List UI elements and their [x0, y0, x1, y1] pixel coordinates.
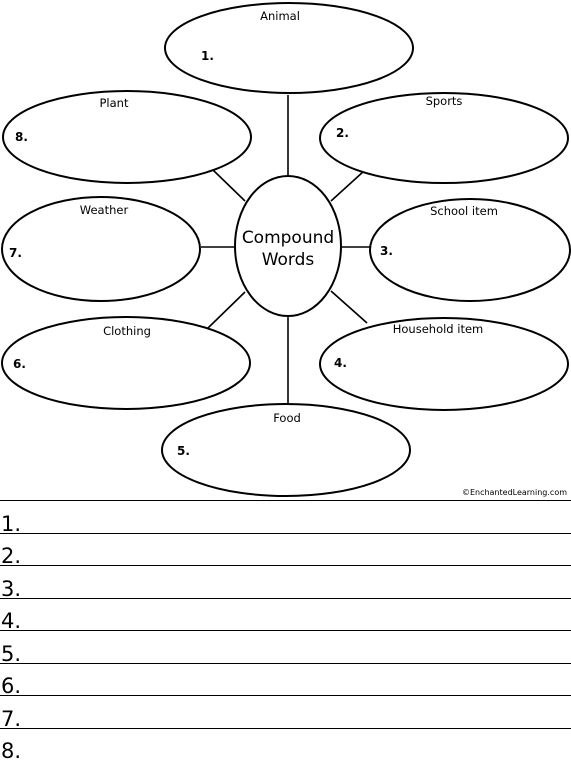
answer-line-7[interactable]: 7. — [0, 695, 571, 731]
ellipse-clothing — [1, 316, 251, 410]
ellipse-weather — [1, 196, 201, 302]
ellipse-food — [161, 403, 411, 497]
category-number-school-item: 3. — [380, 244, 393, 258]
category-label-plant: Plant — [100, 96, 129, 110]
category-label-weather: Weather — [80, 203, 129, 217]
answer-line-4[interactable]: 4. — [0, 597, 571, 633]
ellipse-household-item — [319, 317, 569, 411]
answer-line-number: 5. — [1, 641, 22, 666]
answer-line-6[interactable]: 6. — [0, 662, 571, 698]
category-number-plant: 8. — [15, 130, 28, 144]
category-label-sports: Sports — [426, 94, 463, 108]
category-label-animal: Animal — [260, 9, 300, 23]
category-label-household-item: Household item — [393, 322, 484, 336]
answer-line-3[interactable]: 3. — [0, 565, 571, 601]
category-number-clothing: 6. — [13, 357, 26, 371]
connector-sports — [330, 170, 365, 202]
connector-clothing — [207, 291, 246, 329]
answer-line-5[interactable]: 5. — [0, 630, 571, 666]
answer-line-2[interactable]: 2. — [0, 532, 571, 568]
ellipse-school-item — [369, 198, 571, 302]
answer-lines: 1. 2. 3. 4. 5. 6. 7. 8. — [0, 500, 571, 763]
answer-line-number: 8. — [1, 739, 22, 763]
connector-plant — [212, 169, 246, 202]
category-label-clothing: Clothing — [103, 324, 151, 338]
copyright-notice: ©EnchantedLearning.com — [462, 488, 567, 497]
answer-line-number: 6. — [1, 674, 22, 698]
category-number-household-item: 4. — [334, 356, 347, 370]
answer-line-number: 1. — [1, 511, 22, 536]
answer-line-1[interactable]: 1. — [0, 500, 571, 536]
category-number-sports: 2. — [336, 126, 349, 140]
ellipse-animal — [164, 2, 414, 94]
answer-line-8[interactable]: 8. — [0, 727, 571, 763]
answer-line-number: 3. — [1, 576, 22, 601]
category-number-food: 5. — [177, 444, 190, 458]
answer-line-number: 4. — [1, 609, 22, 633]
category-number-weather: 7. — [9, 246, 22, 260]
connector-household-item — [330, 290, 368, 324]
category-label-food: Food — [273, 411, 301, 425]
center-title-line2: Words — [262, 250, 315, 270]
category-label-school-item: School item — [430, 204, 498, 218]
category-number-animal: 1. — [201, 49, 214, 63]
ellipse-plant — [2, 90, 252, 184]
ellipse-sports — [319, 92, 569, 184]
center-title-line1: Compound — [242, 228, 334, 248]
answer-line-number: 7. — [1, 706, 22, 731]
compound-words-web-diagram: Compound Words Animal 1. Sports 2. Schoo… — [1, 2, 571, 497]
center-ellipse — [234, 175, 342, 317]
answer-line-number: 2. — [1, 544, 22, 568]
